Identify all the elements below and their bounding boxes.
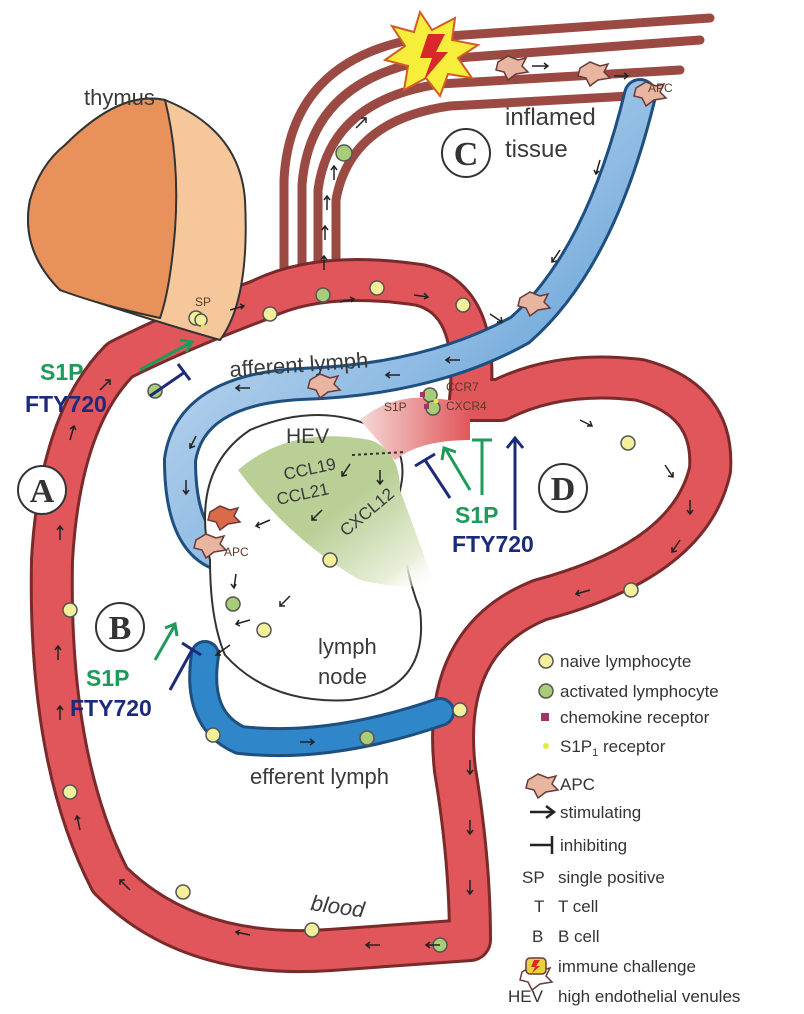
- svg-text:B: B: [532, 927, 543, 946]
- svg-text:D: D: [551, 471, 576, 508]
- svg-text:activated lymphocyte: activated lymphocyte: [560, 682, 719, 701]
- s1p-a-label: S1P: [40, 359, 83, 385]
- sp-label: SP: [195, 295, 211, 309]
- fty720-b-label: FTY720: [70, 695, 152, 721]
- apc-top-label: APC: [648, 81, 673, 95]
- panel-a: A: [18, 466, 66, 514]
- inflamed-tissue-vessels: [284, 18, 710, 272]
- fty720-d-label: FTY720: [452, 531, 534, 557]
- thymus-label: thymus: [84, 85, 155, 110]
- activated-lymphocyte: [316, 288, 330, 302]
- naive-lymphocyte: [63, 785, 77, 799]
- apc-cell-icon: [578, 62, 610, 86]
- panel-c: C: [442, 129, 490, 177]
- naive-lymphocyte: [453, 703, 467, 717]
- panel-b: B: [96, 603, 144, 651]
- svg-text:A: A: [30, 473, 55, 510]
- s1p-d-label: S1P: [455, 502, 498, 528]
- inhibiting-bar-icon: [530, 836, 552, 854]
- svg-text:SP: SP: [522, 868, 545, 887]
- svg-text:C: C: [454, 136, 479, 173]
- svg-text:B cell: B cell: [558, 927, 600, 946]
- svg-text:HEV: HEV: [508, 987, 544, 1006]
- s1p-hev-label: S1P: [384, 400, 407, 414]
- efferent-lymph-label: efferent lymph: [250, 764, 389, 789]
- fty720-a-label: FTY720: [25, 391, 107, 417]
- naive-lymphocyte: [624, 583, 638, 597]
- svg-text:single positive: single positive: [558, 868, 665, 887]
- activated-lymphocyte: [336, 145, 352, 161]
- cxcr4-label: CXCR4: [446, 399, 487, 413]
- node-label: node: [318, 664, 367, 689]
- naive-lymphocyte: [176, 885, 190, 899]
- ccr7-label: CCR7: [446, 380, 479, 394]
- apc-legend-icon: [526, 774, 558, 798]
- inflamed-label: inflamed: [505, 104, 596, 131]
- naive-lymphocyte: [257, 623, 271, 637]
- svg-text:high endothelial venules: high endothelial venules: [558, 987, 740, 1006]
- legend: naive lymphocyte activated lymphocyte ch…: [508, 652, 740, 1006]
- naive-lymphocyte: [305, 923, 319, 937]
- immune-challenge-icon: [526, 958, 546, 974]
- activated-lymphocyte: [360, 731, 374, 745]
- svg-text:S1P1 receptor: S1P1 receptor: [560, 737, 666, 759]
- svg-text:naive lymphocyte: naive lymphocyte: [560, 652, 691, 671]
- thymus: [28, 98, 246, 340]
- svg-text:APC: APC: [560, 775, 595, 794]
- panel-d: D: [539, 464, 587, 512]
- svg-text:B: B: [109, 610, 132, 647]
- naive-lymphocyte: [195, 314, 207, 326]
- lymph-label: lymph: [318, 634, 377, 659]
- blood-label: blood: [309, 890, 367, 922]
- svg-text:stimulating: stimulating: [560, 803, 641, 822]
- svg-text:chemokine receptor: chemokine receptor: [560, 708, 710, 727]
- naive-lymphocyte: [63, 603, 77, 617]
- svg-text:T cell: T cell: [558, 897, 598, 916]
- tissue-label: tissue: [505, 136, 568, 163]
- naive-lymphocyte: [263, 307, 277, 321]
- naive-lymphocyte: [456, 298, 470, 312]
- naive-lymphocyte: [621, 436, 635, 450]
- s1p-b-label: S1P: [86, 665, 129, 691]
- naive-lymphocyte: [370, 281, 384, 295]
- svg-text:immune challenge: immune challenge: [558, 957, 696, 976]
- hev-label: HEV: [286, 425, 329, 448]
- activated-lymphocyte: [226, 597, 240, 611]
- naive-lymphocyte: [206, 728, 220, 742]
- svg-text:inhibiting: inhibiting: [560, 836, 627, 855]
- apc-node-label: APC: [224, 545, 249, 559]
- naive-lymphocyte: [323, 553, 337, 567]
- svg-text:T: T: [534, 897, 544, 916]
- stimulating-arrow-icon: [530, 806, 554, 818]
